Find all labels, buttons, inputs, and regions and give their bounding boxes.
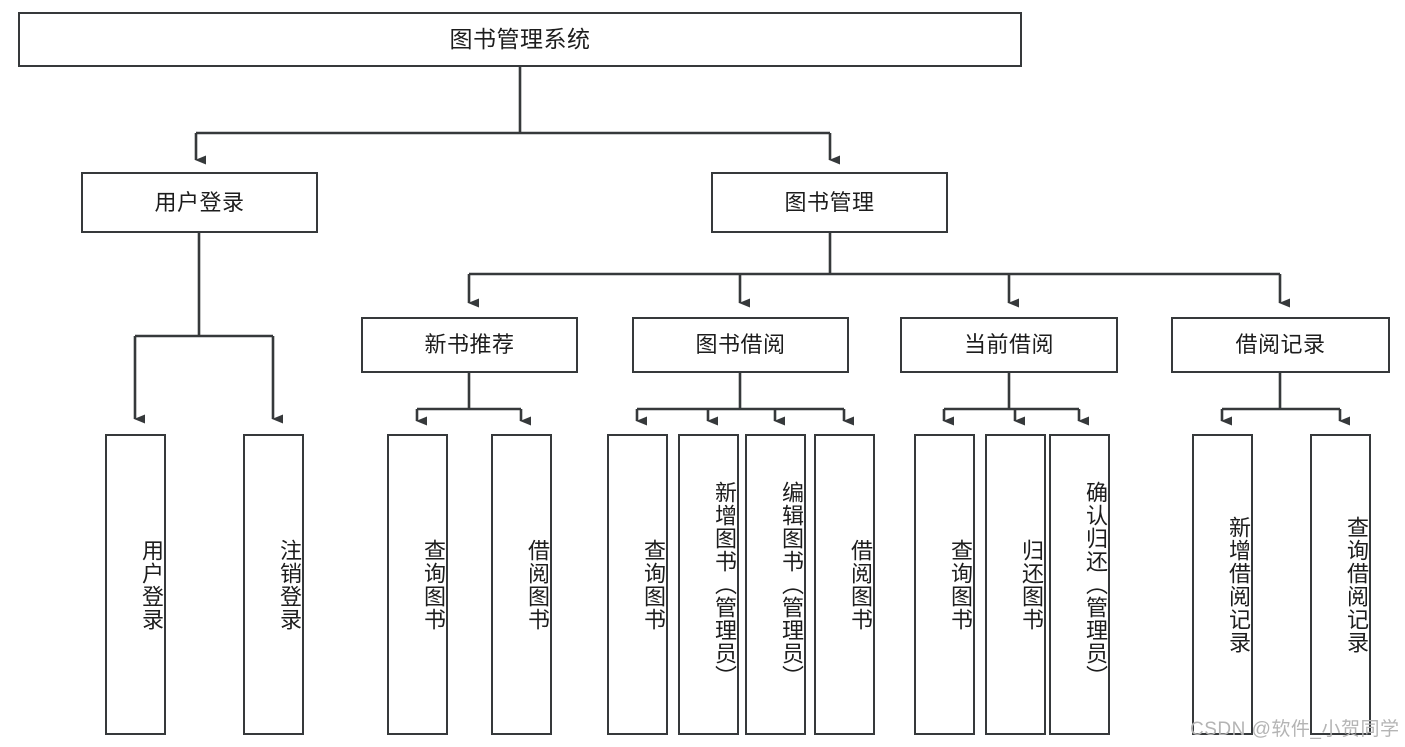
node-label: 借阅图书	[525, 538, 550, 631]
leaf-borrow-book[interactable]: 借阅图书	[814, 434, 875, 735]
leaf-query-book-current[interactable]: 查询图书	[914, 434, 975, 735]
leaf-add-book[interactable]: 新增图书（管理员）	[678, 434, 739, 735]
node-label: 当前借阅	[963, 332, 1054, 358]
leaf-add-borrow-record[interactable]: 新增借阅记录	[1192, 434, 1253, 735]
node-new-book-recommend[interactable]: 新书推荐	[361, 317, 578, 373]
leaf-user-login[interactable]: 用户登录	[105, 434, 166, 735]
node-book-borrow[interactable]: 图书借阅	[632, 317, 849, 373]
node-label: 用户登录	[139, 538, 164, 631]
node-label: 图书管理	[784, 189, 875, 215]
node-label: 借阅图书	[848, 538, 873, 631]
node-label: 查询图书	[948, 538, 973, 631]
node-book-management[interactable]: 图书管理	[711, 172, 948, 233]
node-borrow-record[interactable]: 借阅记录	[1171, 317, 1390, 373]
node-label: 注销登录	[277, 538, 302, 631]
node-label: 图书管理系统	[449, 25, 591, 52]
leaf-logout-login[interactable]: 注销登录	[243, 434, 304, 735]
node-label: 图书借阅	[695, 332, 786, 358]
node-label: 新书推荐	[424, 332, 515, 358]
leaf-query-book-borrow[interactable]: 查询图书	[607, 434, 668, 735]
node-label: 新增图书（管理员）	[712, 481, 737, 688]
node-label: 归还图书	[1019, 538, 1044, 631]
node-label: 用户登录	[154, 189, 245, 215]
leaf-confirm-return[interactable]: 确认归还（管理员）	[1049, 434, 1110, 735]
leaf-borrow-book-recommend[interactable]: 借阅图书	[491, 434, 552, 735]
node-user-login[interactable]: 用户登录	[81, 172, 318, 233]
node-label: 借阅记录	[1235, 332, 1326, 358]
node-label: 查询图书	[641, 538, 666, 631]
node-label: 新增借阅记录	[1226, 515, 1251, 654]
watermark-text: CSDN @软件_小贺同学	[1190, 719, 1400, 740]
node-root-system[interactable]: 图书管理系统	[18, 12, 1022, 67]
node-label: 编辑图书（管理员）	[779, 481, 804, 688]
leaf-query-borrow-record[interactable]: 查询借阅记录	[1310, 434, 1371, 735]
node-label: 查询借阅记录	[1344, 515, 1369, 654]
node-label: 查询图书	[421, 538, 446, 631]
leaf-edit-book[interactable]: 编辑图书（管理员）	[745, 434, 806, 735]
node-current-borrow[interactable]: 当前借阅	[900, 317, 1118, 373]
node-label: 确认归还（管理员）	[1083, 481, 1108, 688]
leaf-query-book-recommend[interactable]: 查询图书	[387, 434, 448, 735]
leaf-return-book[interactable]: 归还图书	[985, 434, 1046, 735]
